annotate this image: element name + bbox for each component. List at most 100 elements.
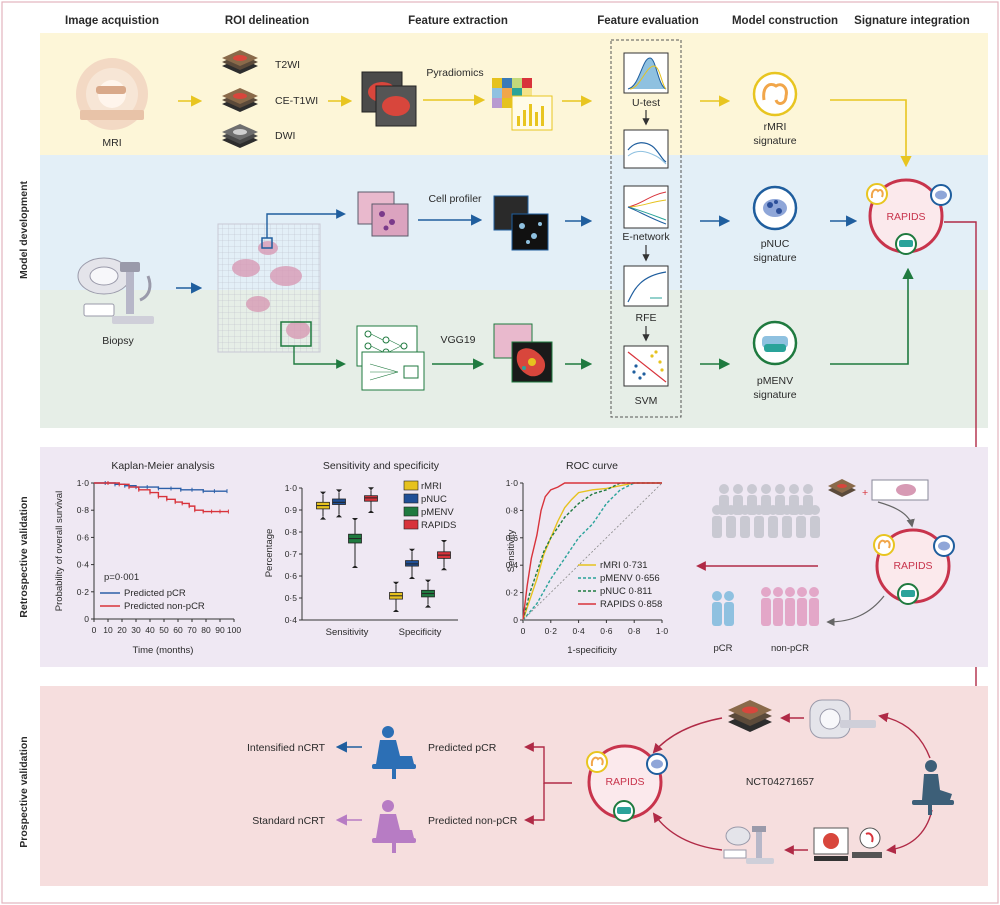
- svg-text:+: +: [862, 487, 868, 499]
- side-label-retrospective: Retrospective validation: [18, 496, 30, 617]
- box-whisker-cap: [409, 576, 415, 579]
- segmented-nuclei-icon: [493, 195, 549, 251]
- roc-y-tick-label: 0·4: [506, 560, 519, 570]
- roc-legend-label: pMENV 0·656: [600, 573, 660, 584]
- endoscopy-icon: [813, 827, 882, 861]
- pmenv-signature-icon: [752, 320, 798, 366]
- model-development-section: Model development Image acquistion ROI d…: [18, 15, 988, 787]
- box-y-tick-label: 0·7: [285, 549, 298, 559]
- roc-title: ROC curve: [566, 460, 618, 472]
- box-legend-swatch: [403, 519, 419, 530]
- roc-y-tick-label: 1·0: [506, 478, 519, 488]
- dwi-label: DWI: [275, 130, 295, 142]
- km-y-tick-label: 1·0: [77, 478, 90, 488]
- arrow-pmenv-to-rapids: [830, 267, 914, 365]
- side-label-prospective: Prospective validation: [18, 736, 30, 847]
- box-legend-label: pNUC: [421, 494, 447, 505]
- pnuc-signature-icon: [752, 185, 798, 231]
- retrospective-validation-section: Retrospective validation Kaplan-Meier an…: [18, 447, 988, 667]
- box-y-tick-label: 0·9: [285, 505, 298, 515]
- roc-curve-1: [522, 482, 662, 621]
- e-network-label: E-network: [622, 231, 670, 243]
- arrow-biopsy-to-rapids-prosp: [652, 812, 723, 851]
- roc-x-tick-label: 0·6: [600, 626, 613, 636]
- km-x-tick-label: 80: [201, 625, 211, 635]
- u-test-icon: [623, 52, 669, 94]
- mri-and-slide-input-icon: +: [828, 479, 929, 501]
- km-x-tick-label: 60: [173, 625, 183, 635]
- box-whisker-cap: [352, 565, 358, 568]
- roc-reference-diagonal: [522, 482, 663, 621]
- arrow-input-to-rapids: [877, 501, 915, 528]
- box-whisker-cap: [441, 540, 447, 543]
- km-x-tick-label: 50: [159, 625, 169, 635]
- box-legend-swatch: [403, 493, 419, 504]
- km-x-tick-label: 30: [131, 625, 141, 635]
- roc-y-tick-label: 0·6: [506, 533, 519, 543]
- kaplan-meier-chart: Kaplan-Meier analysis Probability of ove…: [54, 460, 241, 656]
- vgg19-network-icon: [356, 325, 425, 391]
- box-whisker-cap: [320, 516, 326, 520]
- microscope-prospective-icon: [723, 826, 774, 864]
- box-whisker-cap: [393, 581, 399, 585]
- header-model-construction: Model construction: [732, 15, 838, 27]
- box-legend-swatch: [403, 506, 419, 517]
- patient-chair-pcr-icon: [372, 726, 416, 779]
- box-whisker-cap: [441, 567, 447, 571]
- ce-t1wi-stack-icon: [222, 88, 258, 112]
- box-title: Sensitivity and specificity: [323, 460, 440, 472]
- predicted-pcr-label: Predicted pCR: [428, 742, 497, 754]
- mri-scanner-prospective-icon: [809, 699, 876, 739]
- patient-chair-nonpcr-icon: [372, 800, 416, 853]
- feature-evaluation-box: [610, 39, 682, 418]
- pmenv-signature-label-1: pMENV: [757, 375, 793, 387]
- arrow-wsi-to-tiles: [266, 209, 346, 238]
- t2wi-stack-icon: [222, 50, 258, 74]
- roc-legend-label: rMRI 0·731: [600, 560, 648, 571]
- rapids-label-retro: RAPIDS: [893, 560, 932, 572]
- dwi-stack-icon: [222, 124, 258, 148]
- arrow-wsi-to-vgg: [293, 346, 346, 369]
- biopsy-label: Biopsy: [102, 335, 134, 347]
- box-whisker-cap: [368, 487, 374, 491]
- km-x-tick-label: 90: [215, 625, 225, 635]
- intensified-ncrt-label: Intensified nCRT: [247, 742, 326, 754]
- box-pnuc: [405, 560, 419, 567]
- patient-seated-icon: [912, 760, 954, 815]
- arrow-patient-to-endoscopy: [886, 809, 933, 855]
- rmri-signature-label-1: rMRI: [764, 121, 787, 133]
- cell-profiler-label: Cell profiler: [428, 193, 482, 205]
- roc-x-tick-label: 0·8: [628, 626, 641, 636]
- box-category-label: Sensitivity: [326, 627, 369, 638]
- arrow-rapids-to-groups: [826, 595, 885, 627]
- pmenv-signature-label-2: signature: [753, 389, 796, 401]
- pnuc-signature-label-1: pNUC: [761, 238, 790, 250]
- box-whisker-cap: [425, 604, 431, 608]
- km-legend-pcr: Predicted pCR: [124, 588, 186, 599]
- box-legend-swatch: [403, 480, 419, 491]
- mri-slices-icon: [361, 71, 417, 127]
- rmri-signature-label-2: signature: [753, 135, 796, 147]
- svm-icon: [623, 345, 669, 387]
- box-whisker-cap: [336, 514, 342, 518]
- box-y-tick-label: 0·5: [285, 593, 298, 603]
- box-y-tick-label: 0·6: [285, 571, 298, 581]
- vgg19-label: VGG19: [440, 334, 475, 346]
- box-whisker-cap: [393, 609, 399, 612]
- whole-slide-image-icon: [217, 223, 321, 353]
- arrow-rapids-to-nonpcr: [524, 783, 545, 825]
- mri-label: MRI: [102, 137, 121, 149]
- rapids-label-prosp: RAPIDS: [605, 776, 644, 788]
- rapids-prospective-node: [586, 744, 668, 822]
- svm-label: SVM: [635, 395, 658, 407]
- rfe-label: RFE: [636, 312, 657, 324]
- rapids-integration-node: [866, 178, 952, 255]
- km-x-tick-label: 40: [145, 625, 155, 635]
- non-pcr-group-icon: [761, 587, 819, 626]
- sensitivity-specificity-chart: Sensitivity and specificity Percentage r…: [264, 460, 458, 638]
- box-whisker-cap: [409, 548, 415, 552]
- roc-x-tick-label: 0·4: [572, 626, 585, 636]
